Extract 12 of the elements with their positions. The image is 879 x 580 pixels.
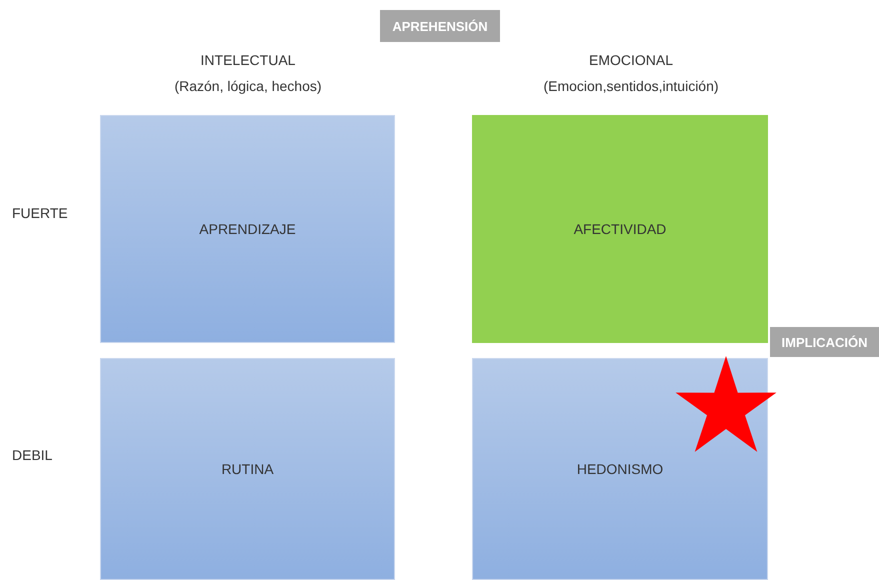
- quadrant-box: AFECTIVIDAD: [472, 115, 768, 343]
- row-heading: DEBIL: [12, 447, 52, 463]
- quadrant-box: APRENDIZAJE: [100, 115, 395, 343]
- quadrant-box: HEDONISMO: [472, 358, 768, 580]
- axis-tag: IMPLICACIÓN: [770, 327, 879, 357]
- quadrant-box: RUTINA: [100, 358, 395, 580]
- column-heading: INTELECTUAL: [200, 52, 296, 68]
- axis-tag: APREHENSIÓN: [380, 10, 500, 42]
- column-subheading: (Emocion,sentidos,intuición): [543, 78, 719, 94]
- column-heading: EMOCIONAL: [589, 52, 673, 68]
- column-subheading: (Razón, lógica, hechos): [174, 78, 322, 94]
- row-heading: FUERTE: [12, 205, 68, 221]
